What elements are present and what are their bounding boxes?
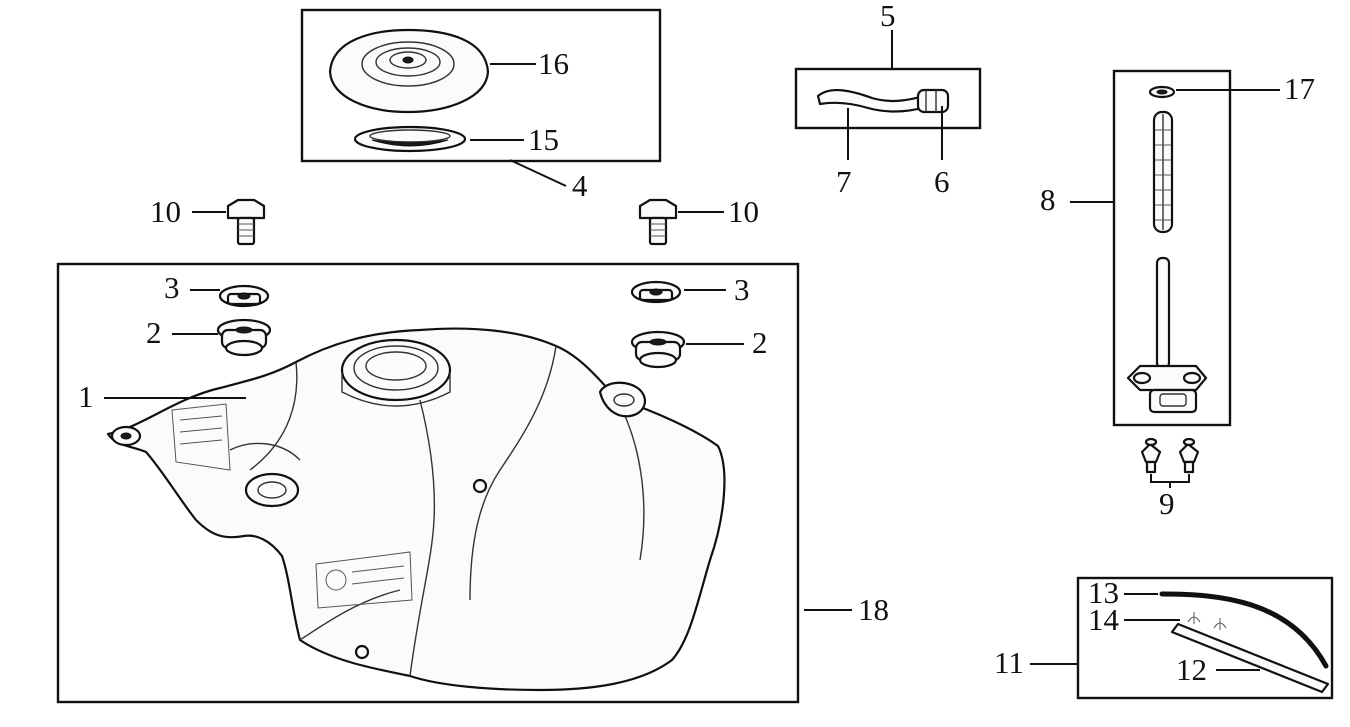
fuel-cap <box>328 28 490 114</box>
fuel-hose-frame <box>794 67 982 130</box>
hose-clips <box>1187 612 1227 630</box>
callout-15: 15 <box>528 122 559 157</box>
callout-1: 1 <box>78 379 94 414</box>
breather-hose-frame <box>1076 576 1334 700</box>
breather-hose <box>1159 591 1329 669</box>
callout-14: 14 <box>1088 602 1120 637</box>
callout-12: 12 <box>1176 652 1207 687</box>
fuel-tank-frame <box>56 262 800 704</box>
leader-9 <box>1150 474 1190 488</box>
fuel-cap-group: 16 15 4 <box>300 8 662 203</box>
callout-8: 8 <box>1040 182 1056 217</box>
callout-17: 17 <box>1284 71 1315 106</box>
callout-16: 16 <box>538 46 569 81</box>
collar-right <box>630 280 682 304</box>
grommet-left <box>216 318 272 357</box>
fuel-tap-valve <box>1126 256 1208 414</box>
callout-2-left: 2 <box>146 315 162 350</box>
collar-left <box>218 284 270 308</box>
cap-gasket <box>353 125 467 153</box>
leader-4 <box>509 159 567 187</box>
breather-hose-group: 13 14 12 11 <box>994 575 1334 700</box>
fuel-tank-group: 3 3 2 2 <box>56 262 889 704</box>
hose-clamp <box>916 88 950 114</box>
callout-13: 13 <box>1088 575 1119 610</box>
fuel-tank <box>106 327 726 692</box>
callout-18: 18 <box>858 592 889 627</box>
fuel-tap-group: 17 8 9 <box>1040 69 1315 521</box>
fuel-cap-frame <box>300 8 662 163</box>
fuel-hose-group: 5 7 6 <box>794 0 982 199</box>
tap-mounting-screws <box>1140 437 1200 474</box>
callout-5: 5 <box>880 0 896 33</box>
callout-10-left: 10 <box>150 194 181 229</box>
grommet-right <box>630 330 686 369</box>
fuel-tap-frame <box>1112 69 1232 427</box>
vent-tube <box>1170 622 1330 694</box>
callout-3-right: 3 <box>734 272 750 307</box>
callout-4: 4 <box>572 168 588 203</box>
fuel-filter-screen <box>1152 110 1174 234</box>
bolt-left <box>226 198 266 246</box>
bolt-right <box>638 198 678 246</box>
fuel-hose <box>816 89 936 113</box>
callout-11: 11 <box>994 645 1024 680</box>
callout-7: 7 <box>836 164 852 199</box>
mounting-bolts: 10 10 <box>150 194 759 246</box>
callout-3-left: 3 <box>164 270 180 305</box>
callout-2-right: 2 <box>752 325 768 360</box>
callout-10-right: 10 <box>728 194 759 229</box>
callout-9: 9 <box>1159 486 1175 521</box>
callout-6: 6 <box>934 164 950 199</box>
